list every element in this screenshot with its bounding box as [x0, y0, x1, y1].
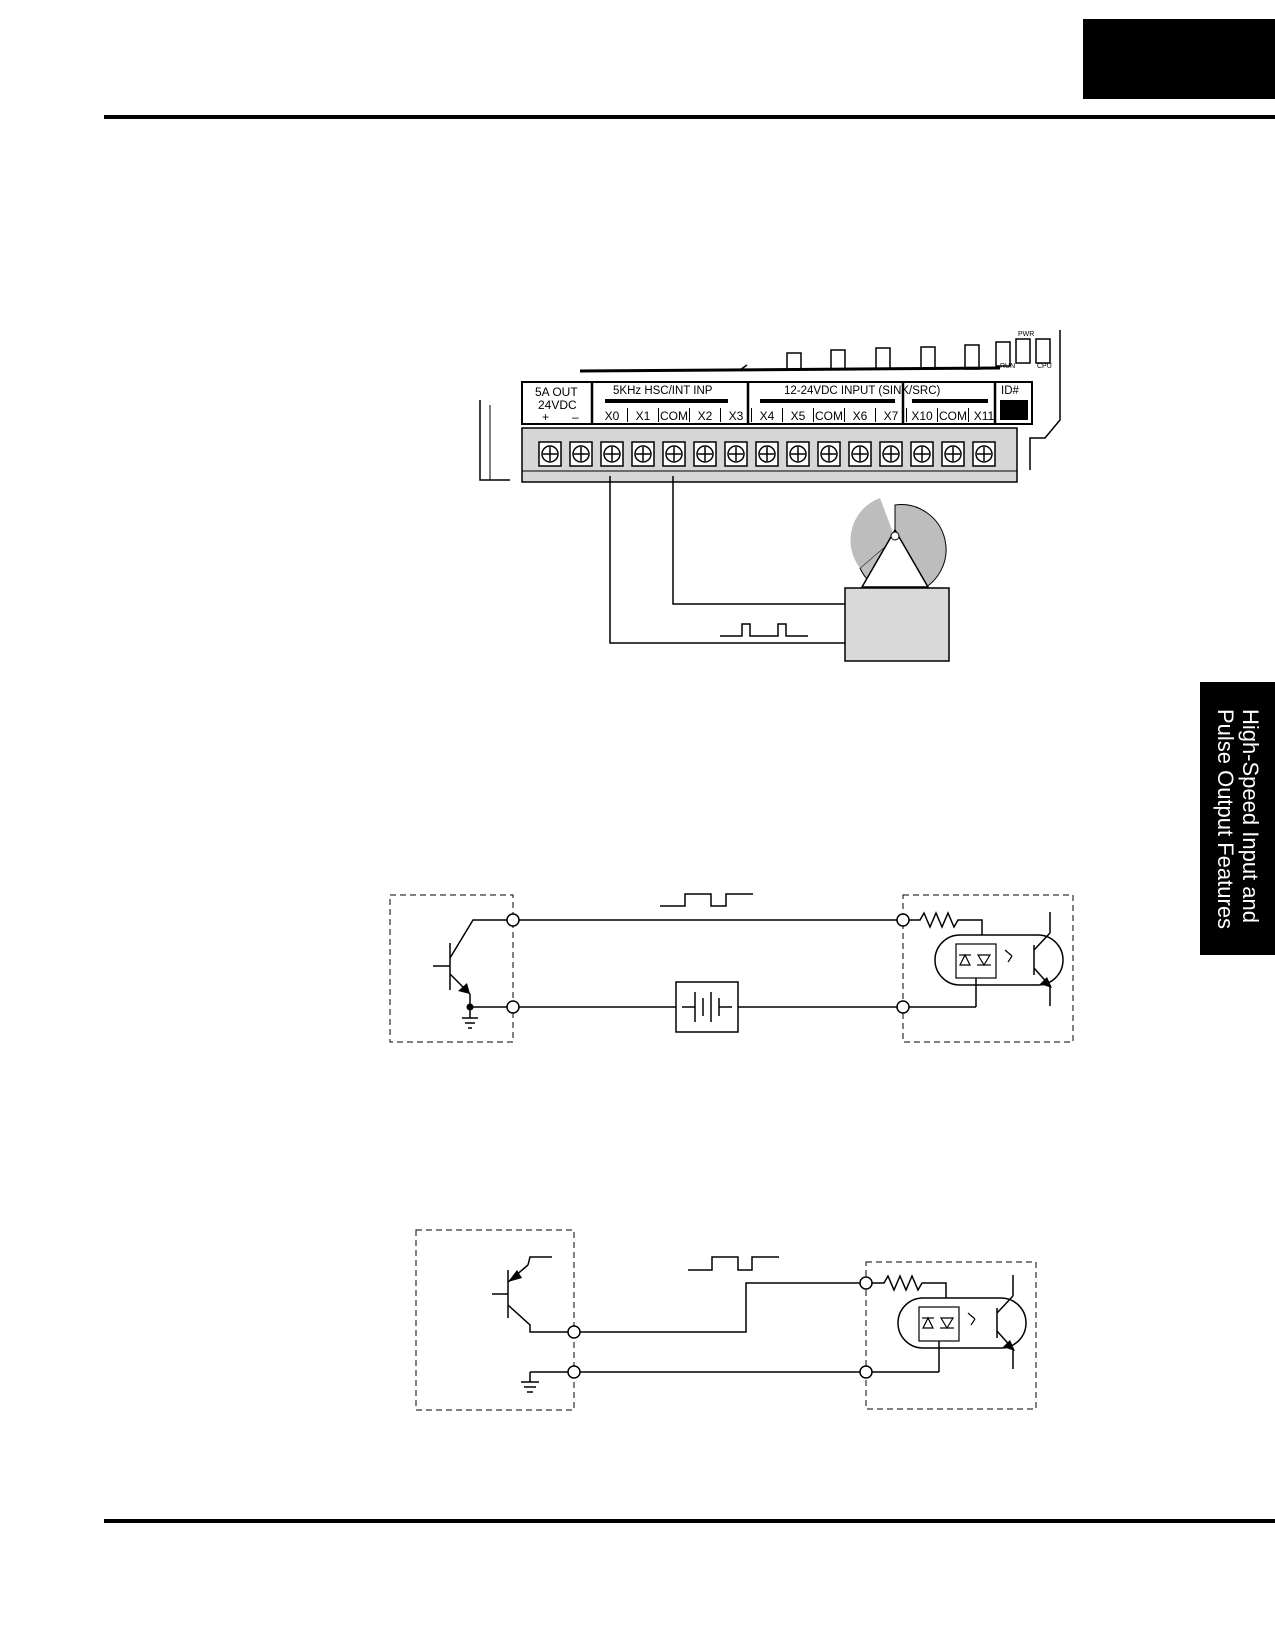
supply-voltage-label: 24VDC [538, 398, 577, 412]
id-label: ID# [1001, 385, 1020, 397]
terminal-label: X6 [853, 409, 868, 423]
terminal-screw [569, 441, 593, 467]
footer-rule [104, 1519, 1275, 1523]
led-pwr [1035, 338, 1051, 364]
led-label-cpu: CPU [1037, 363, 1052, 370]
optocoupler [934, 934, 1064, 986]
terminal-screw [538, 441, 562, 467]
terminal-screw [910, 441, 934, 467]
terminal-screw [724, 441, 748, 467]
sinking-circuit-figure [389, 893, 1074, 1043]
terminal-screw [879, 441, 903, 467]
terminal-label: COM [815, 409, 843, 423]
com-wire [672, 476, 845, 605]
terminal-screw [848, 441, 872, 467]
plc-input-box-2 [865, 1261, 1037, 1410]
terminal-label: X10 [911, 409, 933, 423]
terminal-screw [972, 441, 996, 467]
optocoupler-2 [897, 1297, 1027, 1349]
terminal-label: COM [660, 409, 688, 423]
led-label-pwr: PWR [1018, 331, 1034, 338]
terminal-label: COM [939, 409, 967, 423]
chapter-side-tab[interactable]: High-Speed Input and Pulse Output Featur… [1200, 682, 1275, 955]
terminal-labels: X0 X1 COM X2 X3 X4 X5 COM X6 X7 X10 COM X11 [605, 408, 995, 423]
x0-signal-wire [609, 476, 845, 644]
chapter-marker-box [1083, 19, 1275, 99]
supply-minus-label: – [572, 410, 579, 424]
encoder [844, 498, 950, 662]
terminal-screw [786, 441, 810, 467]
led-row: RUN CPU PWR [579, 330, 1061, 470]
led-run [995, 341, 1011, 367]
terminal-screw [662, 441, 686, 467]
terminal-label: X11 [974, 409, 995, 423]
pulse-waveform-2 [660, 893, 753, 907]
terminal-label: X4 [760, 409, 775, 423]
terminal-screw [631, 441, 655, 467]
terminal-screw [755, 441, 779, 467]
led-label-run: RUN [1000, 363, 1015, 370]
supply-label: 5A OUT [535, 385, 578, 399]
terminal-label: X3 [729, 409, 744, 423]
terminal-screw [941, 441, 965, 467]
supply-plus-label: + [542, 410, 549, 424]
terminal-label: X1 [636, 409, 651, 423]
terminal-label: X2 [698, 409, 713, 423]
dc-input-group-label: 12-24VDC INPUT (SINK/SRC) [784, 385, 941, 397]
plc-input-box [902, 894, 1074, 1043]
field-device-box-2 [415, 1229, 575, 1411]
terminal-label-strip: 5A OUT 24VDC + – 5KHz HSC/INT INP 12-24V… [521, 381, 1033, 425]
terminal-screw [817, 441, 841, 467]
led-cpu [1015, 338, 1031, 364]
field-device-box [389, 894, 514, 1043]
terminal-block [521, 427, 1018, 483]
plc-wiring-figure: RUN CPU PWR 5A OUT 24VDC + – 5KHz HSC/IN… [479, 330, 1061, 662]
terminal-screw [600, 441, 624, 467]
terminal-label: X5 [791, 409, 806, 423]
pulse-waveform [720, 623, 808, 637]
terminal-screw [693, 441, 717, 467]
sourcing-circuit-figure [415, 1229, 1037, 1411]
terminal-label: X0 [605, 409, 620, 423]
hsc-group-label: 5KHz HSC/INT INP [613, 385, 713, 397]
pulse-waveform-3 [688, 1256, 779, 1271]
header-rule [104, 115, 1275, 119]
encoder-body [844, 587, 950, 662]
terminal-label: X7 [884, 409, 899, 423]
